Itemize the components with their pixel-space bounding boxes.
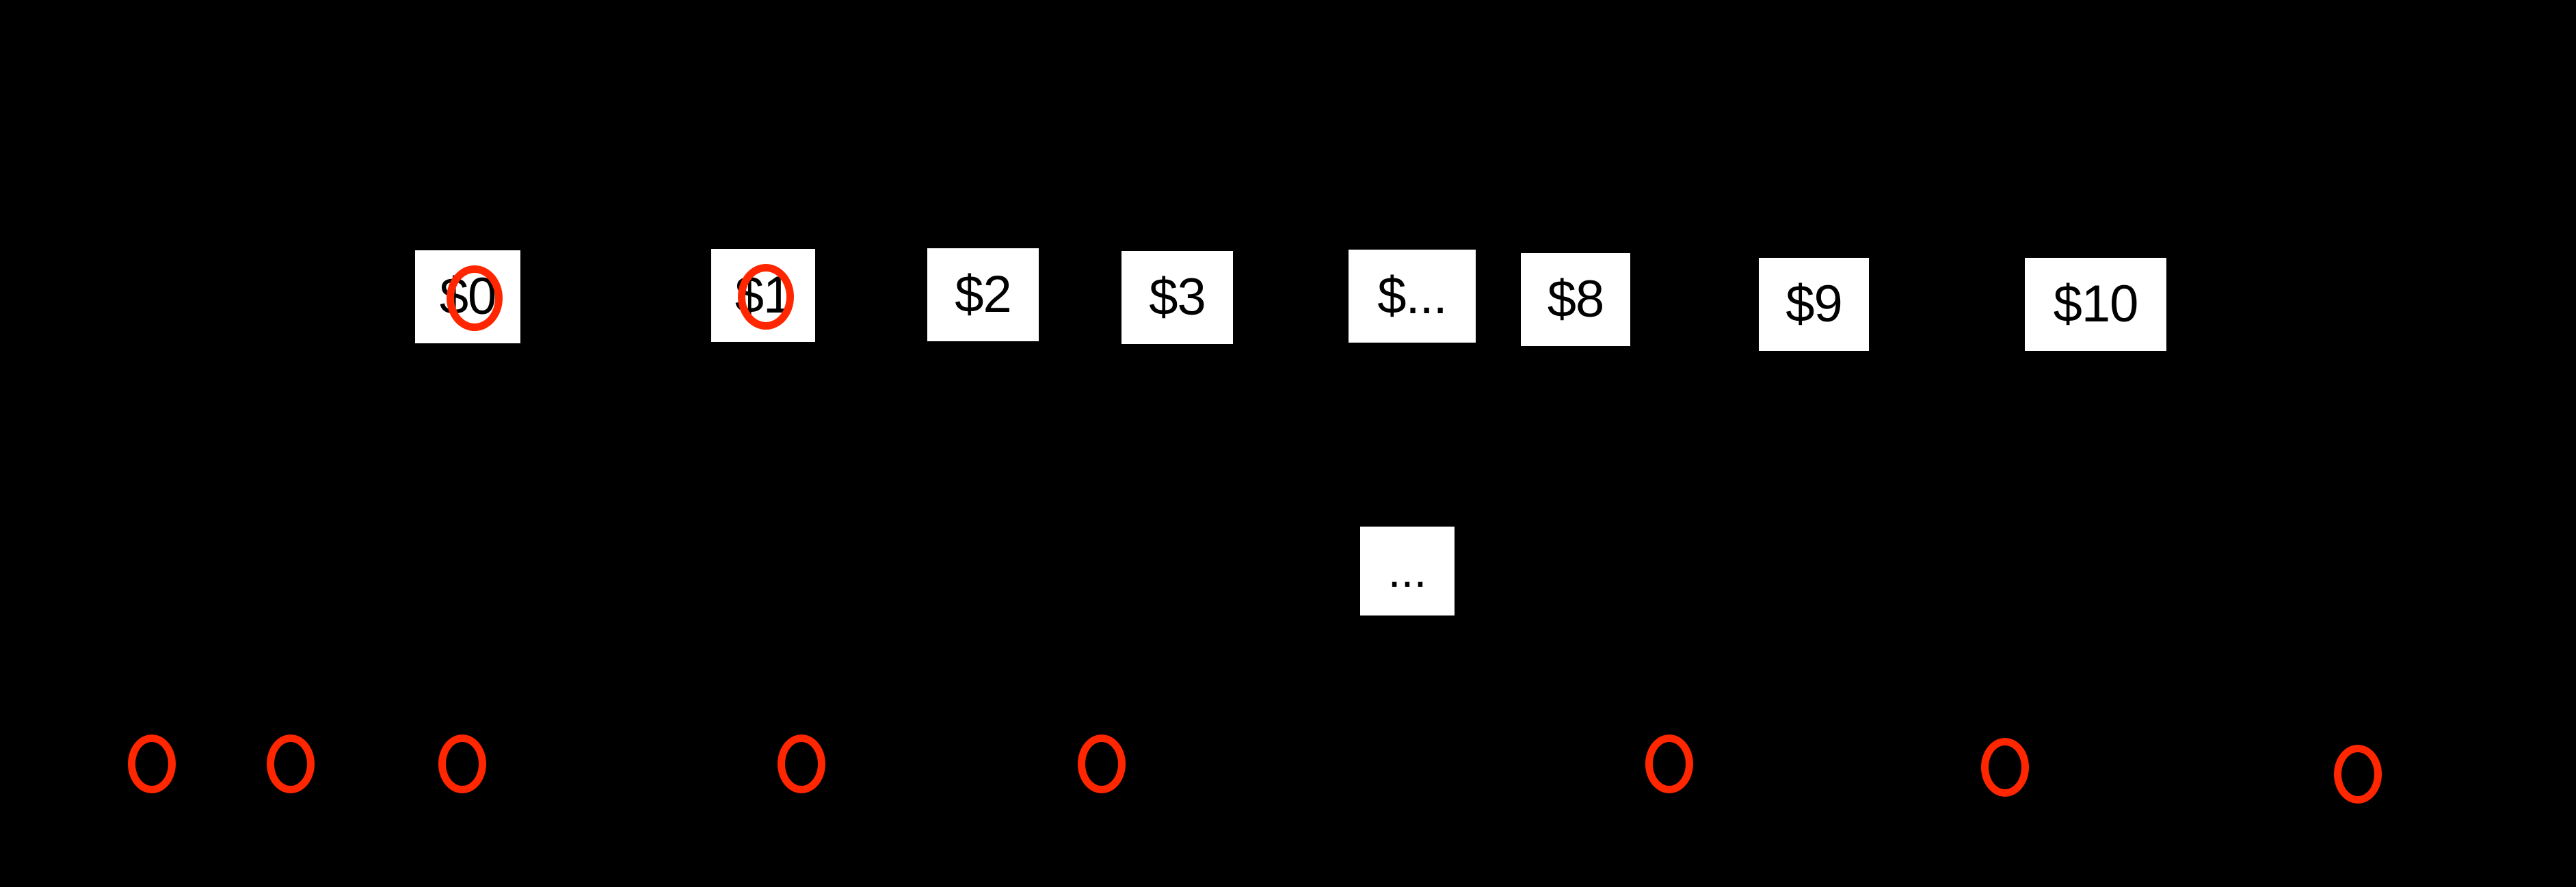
value-label-8: $8 bbox=[1521, 253, 1630, 346]
value-label-2: $2 bbox=[927, 248, 1039, 341]
circle-marker-icon bbox=[778, 734, 825, 793]
circle-marker-icon bbox=[1645, 734, 1693, 793]
ellipsis-node: ... bbox=[1360, 527, 1455, 615]
circle-marker-icon bbox=[1078, 734, 1126, 793]
value-label-9: $9 bbox=[1759, 258, 1869, 351]
value-label-10: $10 bbox=[2025, 258, 2166, 351]
circle-marker-icon bbox=[438, 734, 486, 793]
circle-marker-icon bbox=[267, 734, 315, 793]
circle-marker-icon bbox=[128, 734, 176, 793]
value-label-3: $3 bbox=[1121, 251, 1233, 344]
value-label-1: $1 bbox=[711, 249, 815, 342]
value-label-: $... bbox=[1349, 250, 1476, 343]
circle-marker-icon bbox=[2334, 745, 2382, 804]
value-label-0: $0 bbox=[415, 250, 520, 343]
circle-marker-icon bbox=[1981, 738, 2029, 797]
